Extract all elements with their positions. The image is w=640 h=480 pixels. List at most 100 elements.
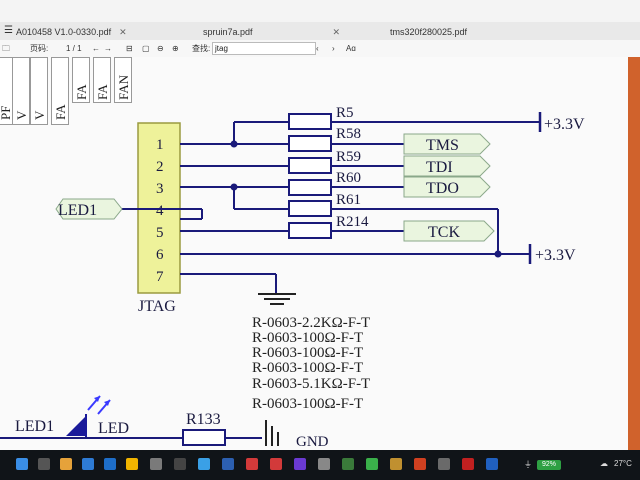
pin-number: 4 [156,203,164,219]
pin-number: 3 [156,181,164,197]
junction-dot [230,140,238,148]
weather-icon[interactable]: ☁ [600,459,608,468]
net-flag-tdo [403,176,491,198]
plug-icon: ⏚ [524,460,532,469]
fit-width-icon[interactable]: ⊟ [126,44,133,53]
prev-page-icon[interactable]: ← [92,44,100,53]
jtag-schematic: JTAG 1 2 3 4 5 6 7 [0,105,585,450]
net-flag-tck [403,220,495,242]
power-label: +3.3V [544,116,585,133]
app-icon[interactable] [342,458,354,470]
part-spec: R-0603-100Ω-F-T [252,396,363,412]
bookmark-tab[interactable]: FA [51,57,69,125]
pin-number: 2 [156,159,164,175]
tab-tms320f280025[interactable]: tms320f280025.pdf [390,27,468,37]
net-label: LED1 [15,418,54,435]
find-prev-icon[interactable]: ‹ [316,44,319,53]
next-page-icon[interactable]: → [104,44,112,53]
connector-name: JTAG [138,298,176,315]
app-icon[interactable] [198,458,210,470]
battery-indicator[interactable]: 92% [537,460,561,470]
app-icon[interactable] [82,458,94,470]
led-diode [66,416,86,436]
net-label: LED1 [58,202,97,219]
app-icon[interactable] [150,458,162,470]
app-icon[interactable] [294,458,306,470]
close-icon[interactable]: ✕ [119,27,127,37]
resistor-label: R214 [336,214,369,230]
app-icon[interactable] [270,458,282,470]
app-icon[interactable] [60,458,72,470]
net-label: TDO [426,180,459,197]
zoom-in-icon[interactable]: ⊕ [172,44,179,53]
taskbar: ⏚ 92% ☁ 27°C [0,450,640,480]
search-icon[interactable] [38,458,50,470]
junction-dot [494,250,502,258]
wires [120,121,540,294]
tab-bar: ☰ A010458 V1.0-0330.pdf✕ spruin7a.pdf✕ t… [0,22,640,41]
zoom-out-icon[interactable]: ⊖ [157,44,164,53]
resistor-r58 [288,135,332,152]
app-icon[interactable] [438,458,450,470]
toolbar: 🗀 页码: 1 / 1 ← → ⊟ ▢ ⊖ ⊕ 查找: jtag ‹ › Aɑ [0,40,640,58]
resistor-r60 [288,179,332,196]
page-label: 页码: [30,44,49,53]
ground-symbol [258,293,296,305]
net-label: TMS [426,137,459,154]
bookmark-tab[interactable]: FA [93,57,111,103]
folder-icon[interactable]: 🗀 [2,44,10,53]
app-icon[interactable] [318,458,330,470]
app-icon[interactable] [462,458,474,470]
find-next-icon[interactable]: › [332,44,335,53]
resistor-label: R58 [336,126,361,142]
app-icon[interactable] [366,458,378,470]
menu-icon[interactable]: ☰ [4,25,13,36]
match-case-icon[interactable]: Aɑ [346,44,356,53]
net-flag-led1 [55,198,123,220]
app-icon[interactable] [486,458,498,470]
app-icon[interactable] [174,458,186,470]
start-icon[interactable] [16,458,28,470]
app-icon[interactable] [126,458,138,470]
monitor-edge [628,57,640,450]
pin-number: 1 [156,137,164,153]
power-label: +3.3V [535,247,576,264]
junction-dot [230,183,238,191]
resistor-r61 [288,200,332,217]
resistor-r214 [288,222,332,239]
app-icon[interactable] [390,458,402,470]
bookmark-tab[interactable]: FA [72,57,90,103]
search-input[interactable]: jtag [212,42,316,55]
resistor-r133 [182,429,226,446]
part-spec: R-0603-100Ω-F-T [252,330,363,346]
net-label: TDI [426,159,453,176]
led-circuit: LED1 LED R133 GND [0,395,329,450]
tab-spruin7a[interactable]: spruin7a.pdf✕ [203,27,341,37]
resistor-label: R5 [336,105,354,121]
bookmark-tab[interactable]: V [30,57,48,125]
app-icon[interactable] [222,458,234,470]
temperature[interactable]: 27°C [614,459,632,468]
pin-number: 6 [156,247,164,263]
component-label: LED [98,420,129,437]
bookmark-tab[interactable]: V [12,57,30,125]
app-icon[interactable] [414,458,426,470]
net-label: TCK [428,224,460,241]
page-number[interactable]: 1 / 1 [66,44,82,53]
net-flag-tms [403,133,491,155]
fit-page-icon[interactable]: ▢ [142,44,150,53]
tab-a010458[interactable]: A010458 V1.0-0330.pdf✕ [16,27,127,37]
bookmark-tab[interactable]: FAN [114,57,132,103]
part-spec: R-0603-5.1KΩ-F-T [252,376,370,392]
net-flag-tdi [403,155,491,177]
resistor-r5 [288,113,332,130]
part-spec: R-0603-100Ω-F-T [252,360,363,376]
resistor-label: R60 [336,170,361,186]
resistor-label: R59 [336,149,361,165]
resistor-r59 [288,157,332,174]
app-icon[interactable] [246,458,258,470]
part-spec: R-0603-2.2KΩ-F-T [252,315,370,331]
close-icon[interactable]: ✕ [332,27,341,37]
app-icon[interactable] [104,458,116,470]
